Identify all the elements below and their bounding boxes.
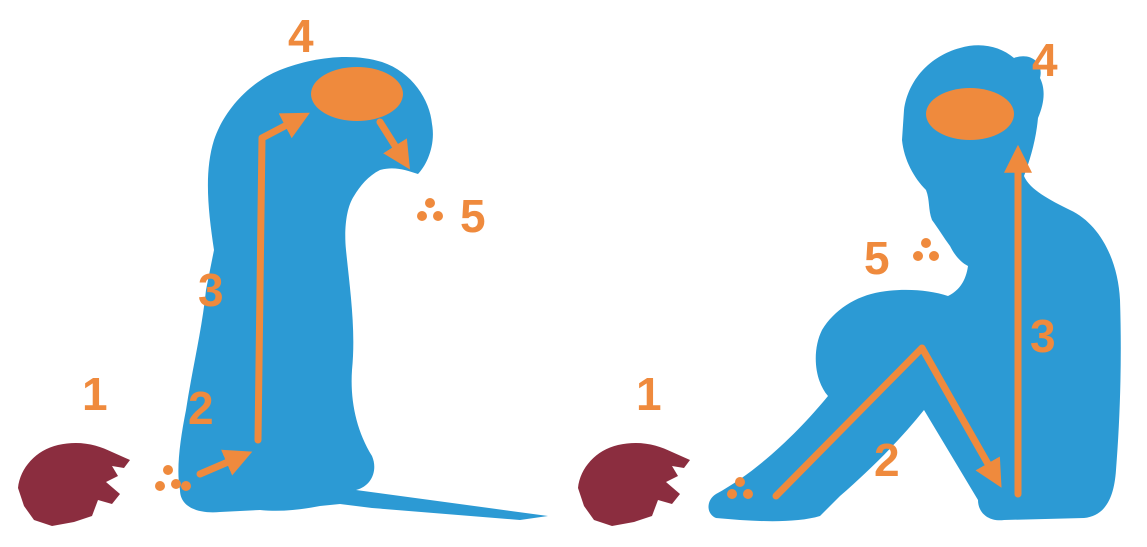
- child-label-3: 3: [1030, 310, 1056, 362]
- child-label-2: 2: [874, 434, 900, 486]
- monkey-silhouette: [178, 57, 548, 520]
- monkey-response-dots: [417, 198, 443, 221]
- child-label-5: 5: [864, 232, 890, 284]
- monkey-label-1: 1: [82, 368, 108, 420]
- monkey-label-2: 2: [188, 382, 214, 434]
- child-brain: [926, 88, 1014, 140]
- monkey-label-4: 4: [288, 10, 314, 62]
- predator-head-icon-left: [18, 443, 130, 526]
- panel-monkey: 1 2 3 4 5: [18, 10, 548, 526]
- child-response-dots: [913, 238, 939, 261]
- monkey-label-5: 5: [460, 190, 486, 242]
- predator-head-icon-right: [578, 443, 690, 526]
- child-label-1: 1: [636, 368, 662, 420]
- child-silhouette: [709, 45, 1121, 521]
- child-label-4: 4: [1032, 34, 1058, 86]
- monkey-brain: [311, 67, 403, 121]
- panel-child: 1 2 3 4 5: [578, 34, 1121, 526]
- monkey-label-3: 3: [198, 264, 224, 316]
